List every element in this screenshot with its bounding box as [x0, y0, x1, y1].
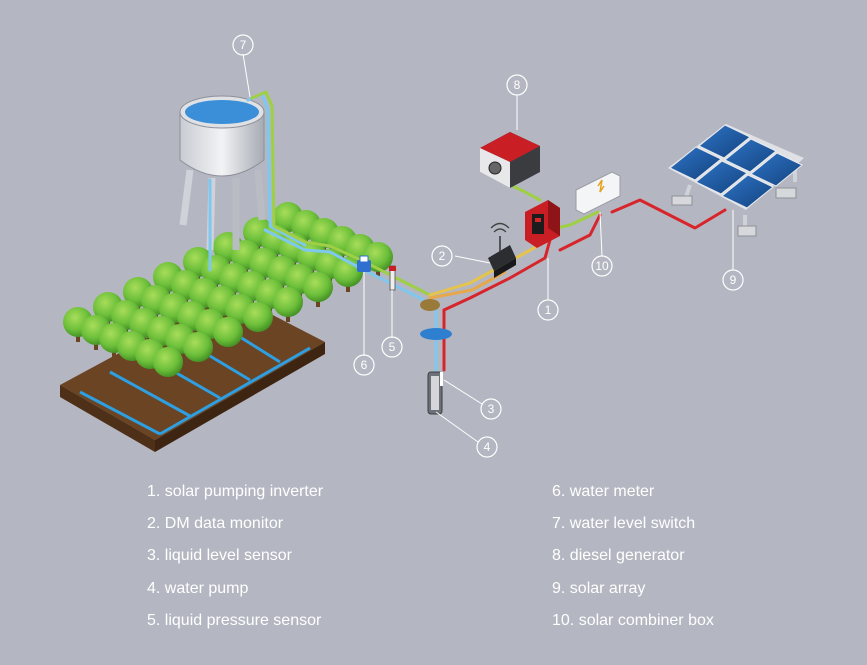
legend-item-solar-array: 9. solar array — [552, 579, 646, 597]
legend-item-liquid-level-sensor: 3. liquid level sensor — [147, 547, 292, 565]
tree-crown — [303, 272, 333, 302]
solar-pumping-inverter — [525, 200, 560, 248]
legend-item-dm-data-monitor: 2. DM data monitor — [147, 515, 284, 533]
borehole — [420, 328, 452, 340]
callouts — [242, 53, 734, 443]
solar-panel — [724, 138, 777, 173]
callout-number: 3 — [488, 402, 495, 416]
solar-panel — [698, 124, 751, 159]
dm-data-monitor — [488, 222, 516, 278]
tree-crown — [243, 302, 273, 332]
legend-column-left: 1. solar pumping inverter 2. DM data mon… — [147, 482, 323, 643]
cable-junction — [420, 299, 440, 311]
legend-item-solar-pumping-inverter: 1. solar pumping inverter — [147, 483, 324, 500]
water-tank — [179, 95, 266, 251]
solar-panel — [695, 160, 748, 195]
callout-number: 2 — [439, 249, 446, 263]
legend-item-diesel-generator: 8. diesel generator — [552, 547, 685, 565]
callout-number: 8 — [514, 78, 521, 92]
tree-crown — [183, 332, 213, 362]
legend-item-solar-combiner-box: 10. solar combiner box — [552, 611, 714, 629]
legend-item-water-meter: 6. water meter — [552, 483, 655, 500]
liquid-level-sensor — [440, 372, 443, 386]
callout-number: 1 — [545, 303, 552, 317]
legend-column-right: 6. water meter 7. water level switch 8. … — [552, 482, 714, 643]
callout-8: 8 — [506, 74, 528, 96]
liquid-pressure-sensor — [389, 265, 396, 291]
callout-number: 4 — [484, 440, 491, 454]
water-pump — [427, 371, 443, 415]
system-diagram: 1 2 3 4 5 6 7 8 9 10 — [60, 34, 804, 458]
orchard — [60, 202, 393, 452]
callout-2: 2 — [431, 245, 453, 267]
callout-number: 5 — [389, 340, 396, 354]
diesel-generator — [480, 132, 540, 188]
tree-crown — [153, 347, 183, 377]
callout-number: 10 — [595, 259, 609, 273]
callout-3: 3 — [480, 398, 502, 420]
callout-9: 9 — [722, 269, 744, 291]
solar-combiner-box — [575, 171, 621, 215]
callout-number: 6 — [361, 358, 368, 372]
callout-6: 6 — [353, 354, 375, 376]
callout-1: 1 — [537, 299, 559, 321]
tree-crown — [273, 287, 303, 317]
solar-panel — [750, 152, 803, 187]
tree-crown — [213, 317, 243, 347]
legend-item-water-pump: 4. water pump — [147, 579, 249, 597]
legend-item-water-level-switch: 7. water level switch — [552, 515, 696, 533]
solar-panel — [669, 146, 722, 181]
callout-10: 10 — [591, 255, 613, 277]
callout-5: 5 — [381, 336, 403, 358]
callout-4: 4 — [476, 436, 498, 458]
legend-item-liquid-pressure-sensor: 5. liquid pressure sensor — [147, 611, 322, 629]
power-cables — [442, 198, 727, 372]
solar-panel — [721, 174, 774, 209]
water-meter — [357, 255, 371, 272]
legend: 1. solar pumping inverter 2. DM data mon… — [0, 482, 867, 642]
callout-number: 9 — [730, 273, 737, 287]
solar-array — [668, 124, 804, 237]
callout-7: 7 — [232, 34, 254, 56]
callout-number: 7 — [240, 38, 247, 52]
